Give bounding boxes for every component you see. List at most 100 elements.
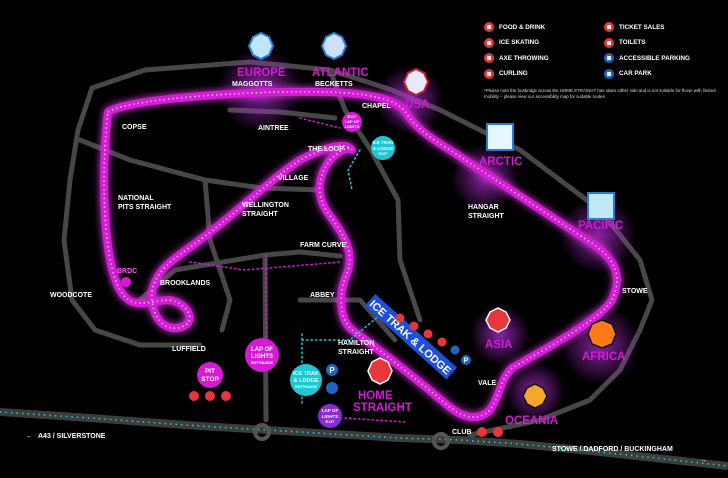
svg-text:EXIT: EXIT: [379, 151, 388, 156]
road-labels: ← A43 / SILVERSTONE STOWE / DADFORD / BU…: [26, 433, 707, 464]
ticket-icon: [221, 391, 231, 401]
europe-castle-icon: [247, 31, 275, 61]
svg-text:& LODGE: & LODGE: [293, 378, 318, 384]
corner-vale: VALE: [478, 380, 496, 387]
corner-woodcote: WOODCOTE: [50, 292, 92, 299]
legend-item: CURLING: [484, 68, 600, 79]
zone-europe: EUROPE: [237, 67, 286, 79]
svg-text:ENTRANCE: ENTRANCE: [251, 360, 274, 365]
map-legend: FOOD & DRINK TICKET SALES ICE SKATING TO…: [484, 22, 720, 101]
ice-skate-icon: [409, 321, 419, 331]
legend-label: ICE SKATING: [499, 39, 540, 46]
legend-label: FOOD & DRINK: [499, 23, 546, 31]
corner-wellington-2: STRAIGHT: [242, 211, 279, 218]
food-drink-icon: [493, 427, 503, 437]
corner-luffield: LUFFIELD: [172, 346, 206, 353]
legend-item: AXE THROWING: [484, 53, 600, 63]
road-a43: A43 / SILVERSTONE: [38, 433, 106, 440]
curling-stone-icon: [423, 329, 433, 339]
svg-text:LIGHTS: LIGHTS: [345, 124, 360, 129]
legend-label: CAR PARK: [619, 70, 652, 77]
africa-map-icon: [587, 319, 617, 349]
fork-knife-icon: [484, 22, 494, 32]
legend-label: TOILETS: [619, 39, 646, 46]
lap-of-lights-entrance-badge[interactable]: LAP OF LIGHTS ENTRANCE: [245, 338, 279, 372]
toilet-icon: [604, 37, 614, 48]
pit-stop-amenities: [189, 391, 231, 401]
ice-skate-icon: [484, 37, 494, 48]
legend-grid: FOOD & DRINK TICKET SALES ICE SKATING TO…: [484, 22, 720, 79]
parking-letter: P: [464, 358, 469, 365]
corner-brooklands: BROOKLANDS: [160, 280, 210, 287]
usa-flag-icon: [402, 67, 430, 97]
home-straight-icon: [367, 357, 393, 385]
ice-trak-exit-badge[interactable]: ICE TRAK & LODGE EXIT: [371, 136, 395, 160]
zone-home-straight-2: STRAIGHT: [353, 402, 412, 414]
svg-text:LAP OF: LAP OF: [322, 408, 339, 413]
legend-item: CAR PARK: [604, 68, 720, 79]
corner-hangar-2: STRAIGHT: [468, 213, 505, 220]
arrow-right-icon: →: [700, 457, 707, 464]
corner-brdc: BRDC: [117, 268, 137, 275]
legend-label: ACCESSIBLE PARKING: [619, 54, 690, 62]
food-drink-icon: [189, 391, 199, 401]
parking-icon: [604, 68, 614, 79]
legend-item: ACCESSIBLE PARKING: [604, 53, 720, 63]
zone-arctic: ARCTIC: [479, 156, 522, 168]
corner-maggotts: MAGGOTTS: [232, 81, 273, 88]
legend-label: TICKET SALES: [619, 23, 665, 31]
svg-text:PIT: PIT: [205, 368, 215, 375]
corner-abbey: ABBEY: [310, 292, 335, 299]
ice-trak-entrance-badge[interactable]: ICE TRAK & LODGE ENTRANCE: [290, 364, 322, 396]
svg-text:ENTRANCE: ENTRANCE: [295, 384, 318, 389]
corner-hangar-1: HANGAR: [468, 204, 499, 211]
svg-text:P: P: [329, 366, 335, 375]
legend-item: FOOD & DRINK: [484, 22, 600, 32]
wheelchair-icon: [604, 53, 614, 63]
zone-labels: EUROPE ATLANTIC USA ARCTIC PACIFIC ASIA …: [237, 67, 625, 427]
lap-of-lights-track: [100, 87, 621, 422]
parking-icon: [461, 355, 471, 365]
atlantic-ship-icon: [320, 31, 348, 61]
arctic-polar-bear-icon: [486, 123, 514, 151]
zone-pacific: PACIFIC: [578, 220, 623, 232]
club-amenities: [477, 427, 503, 437]
pacific-wave-icon: [587, 192, 615, 220]
corner-wellington-1: WELLINGTON: [242, 202, 289, 209]
ticket-icon: [604, 22, 614, 32]
exit-lap-of-lights-badge[interactable]: EXIT LAP OF LIGHTS: [342, 112, 362, 132]
svg-text:ICE TRAK: ICE TRAK: [293, 371, 319, 377]
toilet-icon: [477, 427, 487, 437]
pit-stop-badge[interactable]: PIT STOP: [197, 362, 223, 388]
lap-of-lights-exit-badge[interactable]: LAP OF LIGHTS EXIT: [318, 404, 342, 428]
oceania-koala-icon: [522, 383, 548, 409]
food-drink-icon: [395, 313, 405, 323]
corner-copse: COPSE: [122, 124, 147, 131]
toilet-icon: [437, 337, 447, 347]
asia-torii-icon: [485, 307, 511, 333]
corner-aintree: AINTREE: [258, 125, 289, 132]
wheelchair-icon: [450, 345, 460, 355]
axe-icon: [484, 53, 494, 63]
legend-item: ICE SKATING: [484, 37, 600, 48]
road-stowe-dadford-buckingham: STOWE / DADFORD / BUCKINGHAM: [552, 446, 673, 453]
legend-item: TICKET SALES: [604, 22, 720, 32]
zone-home-straight-1: HOME: [358, 390, 393, 402]
svg-text:LIGHTS: LIGHTS: [322, 414, 339, 419]
corner-becketts: BECKETTS: [315, 81, 353, 88]
corner-hamilton-1: HAMILTON: [338, 340, 374, 347]
legend-label: AXE THROWING: [499, 54, 549, 62]
corner-labels: MAGGOTTS BECKETTS CHAPEL COPSE AINTREE T…: [50, 81, 648, 436]
svg-text:LAP OF: LAP OF: [251, 347, 273, 353]
svg-text:EXIT: EXIT: [326, 419, 335, 424]
svg-text:& LODGE: & LODGE: [373, 146, 394, 151]
zone-icons: [247, 31, 617, 409]
corner-national-pits-2: PITS STRAIGHT: [118, 204, 172, 211]
ice-trak-amenities: P: [395, 313, 471, 365]
brdc-marker: [121, 277, 131, 287]
zone-atlantic: ATLANTIC: [312, 67, 369, 79]
parking-icons: P: [326, 364, 338, 394]
corner-chapel: CHAPEL: [362, 103, 392, 110]
svg-text:LIGHTS: LIGHTS: [251, 354, 273, 360]
